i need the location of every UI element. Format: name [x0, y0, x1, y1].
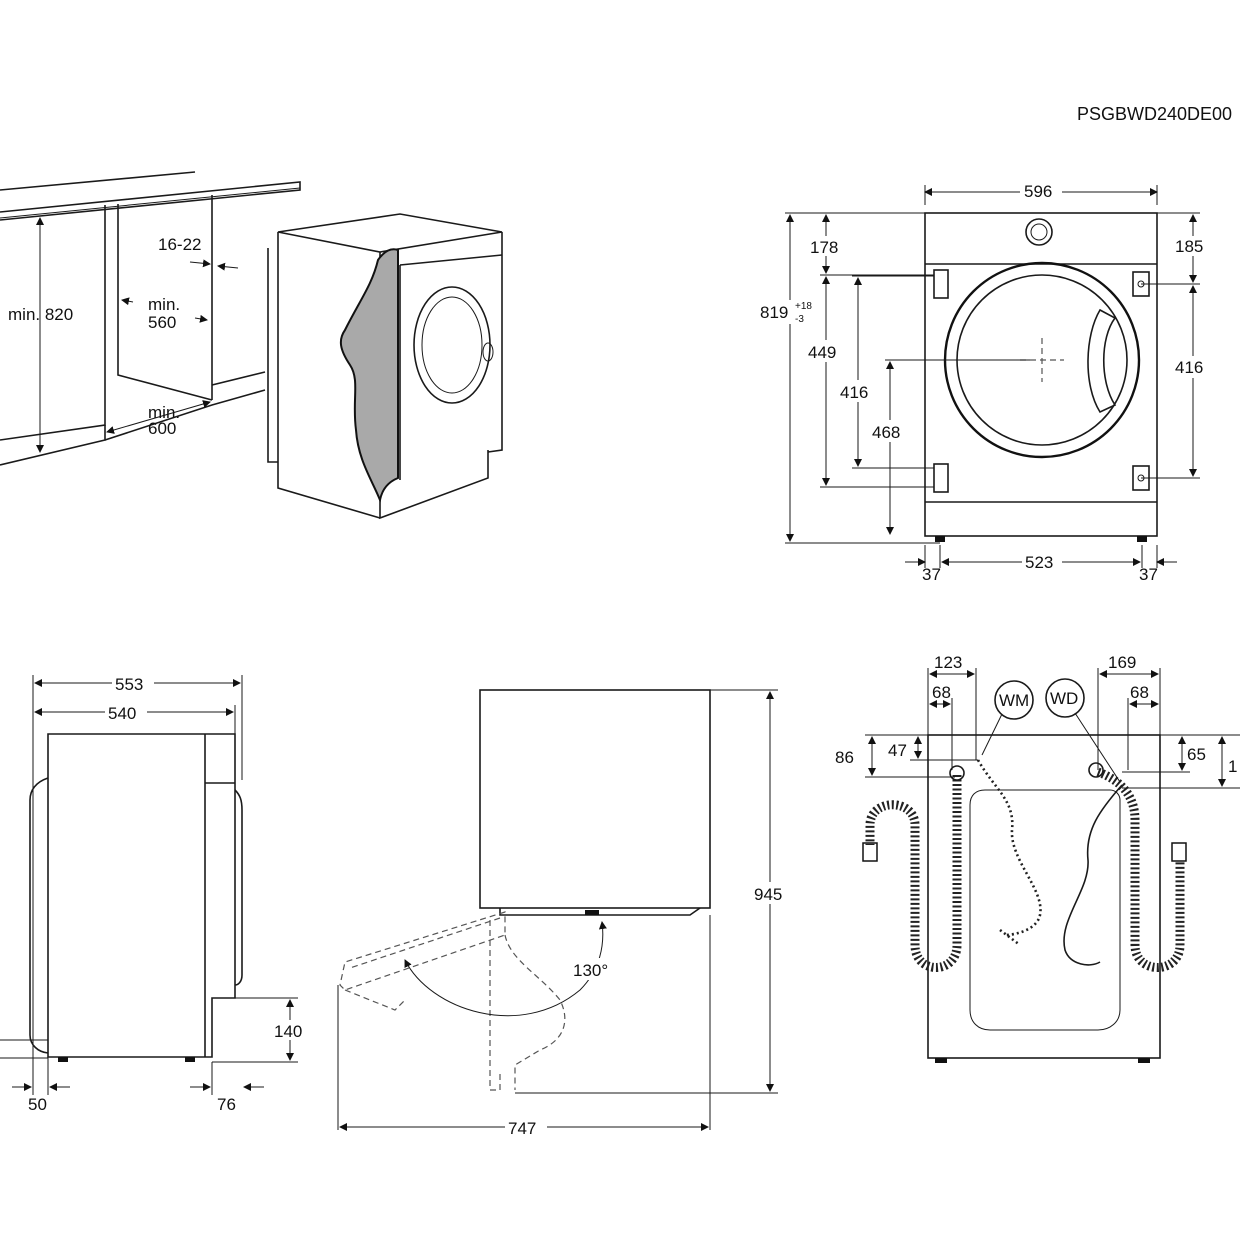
min-width-label-1: min. [148, 295, 180, 314]
back-169-label: 169 [1108, 653, 1136, 672]
door-945-label: 945 [754, 885, 782, 904]
gap-label: 16-22 [158, 235, 201, 254]
min-depth-label-1: min. [148, 403, 180, 422]
min-height-label: min. 820 [8, 305, 73, 324]
installation-view: min. 820 16-22 min. 560 min. 600 [0, 171, 503, 520]
min-depth-label-2: 600 [148, 419, 176, 438]
side-view: 553 540 140 50 76 [0, 673, 308, 1114]
back-86-label: 86 [835, 748, 854, 767]
back-123-label: 123 [934, 653, 962, 672]
front-416-right-label: 416 [1175, 358, 1203, 377]
front-468-label: 468 [872, 423, 900, 442]
side-140-label: 140 [274, 1022, 302, 1041]
back-47-label: 47 [888, 741, 907, 760]
back-68-left-label: 68 [932, 683, 951, 702]
back-68-right-label: 68 [1130, 683, 1149, 702]
back-65-label: 65 [1187, 745, 1206, 764]
front-185-label: 185 [1175, 237, 1203, 256]
wd-label: WD [1050, 689, 1078, 708]
side-553-label: 553 [115, 675, 143, 694]
front-view: 596 819 +18 -3 178 449 416 468 185 [758, 180, 1212, 584]
front-178-label: 178 [810, 238, 838, 257]
tolerance-minus: -3 [795, 314, 804, 325]
back-view: WM WD 123 68 169 68 86 47 65 1 [835, 653, 1240, 1063]
foot-span-label: 523 [1025, 553, 1053, 572]
side-540-label: 540 [108, 704, 136, 723]
foot-left-label: 37 [922, 565, 941, 584]
side-76-label: 76 [217, 1095, 236, 1114]
foot-right-label: 37 [1139, 565, 1158, 584]
door-angle-label: 130° [573, 961, 608, 980]
back-cut-label: 1 [1228, 757, 1237, 776]
min-width-label-2: 560 [148, 313, 176, 332]
front-height-label: 819 [760, 303, 788, 322]
door-opening-view: 130° 945 747 [337, 689, 790, 1138]
side-50-label: 50 [28, 1095, 47, 1114]
tolerance-plus: +18 [795, 301, 812, 312]
product-code: PSGBWD240DE00 [1077, 104, 1232, 124]
door-747-label: 747 [508, 1119, 536, 1138]
front-width-label: 596 [1024, 182, 1052, 201]
wm-label: WM [999, 691, 1029, 710]
front-416-left-label: 416 [840, 383, 868, 402]
front-449-label: 449 [808, 343, 836, 362]
